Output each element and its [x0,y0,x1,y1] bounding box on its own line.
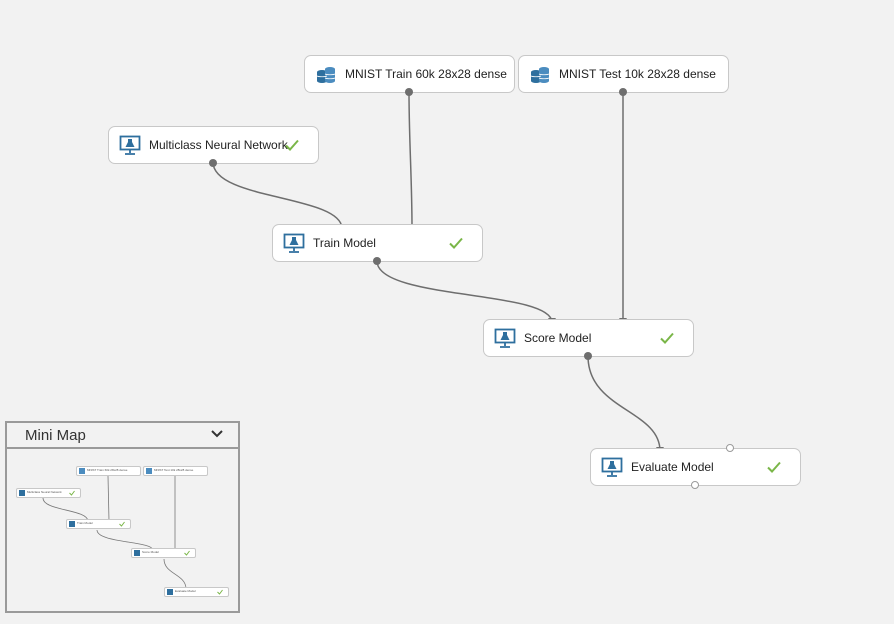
checkmark-icon [767,461,781,473]
node-label: Train Model [313,236,376,250]
connector-trainset-to-train [408,91,416,230]
checkmark-icon [69,490,75,496]
mini-map-panel[interactable]: Mini Map MNIST Train 60k 28x28 dense MNI… [5,421,240,613]
module-icon [601,457,623,477]
mini-map-viewport[interactable]: MNIST Train 60k 28x28 dense MNIST Test 1… [7,449,238,611]
output-port[interactable] [405,88,413,96]
checkmark-icon [660,332,674,344]
mini-map-node-label: Evaluate Model [175,589,196,593]
checkmark-icon [285,139,299,151]
module-icon [19,490,25,496]
mini-map-node: Evaluate Model [164,587,229,597]
module-icon [69,521,75,527]
output-port[interactable] [691,481,699,489]
mini-map-node-label: MNIST Train 60k 28x28 dense [87,468,128,472]
mini-map-node: Multiclass Neural Network [16,488,81,498]
mini-map-node-label: Score Model [142,550,159,554]
node-label: Multiclass Neural Network [149,138,288,152]
output-port[interactable] [209,159,217,167]
connector-train-to-score [376,260,556,324]
checkmark-icon [184,550,190,556]
mini-map-node: Score Model [131,548,196,558]
mini-map-node: MNIST Test 10k 28x28 dense [143,466,208,476]
mini-map-node-label: MNIST Test 10k 28x28 dense [154,468,194,472]
dataset-icon [146,468,152,474]
output-port[interactable] [373,257,381,265]
node-label: MNIST Train 60k 28x28 dense [345,67,507,81]
input-port[interactable] [726,444,734,452]
module-icon [283,233,305,253]
connector-testset-to-score [619,92,627,324]
chevron-down-icon[interactable] [210,428,224,440]
node-label: MNIST Test 10k 28x28 dense [559,67,716,81]
dataset-icon [530,67,550,83]
node-train-model[interactable]: Train Model [272,224,483,262]
node-label: Score Model [524,331,592,345]
mini-map-node-label: Multiclass Neural Network [27,490,62,494]
checkmark-icon [449,237,463,249]
node-multiclass-neural-network[interactable]: Multiclass Neural Network [108,126,319,164]
mini-map-node-label: Train Model [77,521,93,525]
module-icon [167,589,173,595]
dataset-icon [316,67,336,83]
output-port[interactable] [619,88,627,96]
mini-map-node: Train Model [66,519,131,529]
node-evaluate-model[interactable]: Evaluate Model [590,448,801,486]
output-port[interactable] [584,352,592,360]
checkmark-icon [119,521,125,527]
connector-score-to-evaluate [587,355,664,453]
node-label: Evaluate Model [631,460,714,474]
module-icon [134,550,140,556]
mini-map-title: Mini Map [25,427,86,444]
node-score-model[interactable]: Score Model [483,319,694,357]
dataset-icon [79,468,85,474]
mini-map-node: MNIST Train 60k 28x28 dense [76,466,141,476]
mini-map-header[interactable]: Mini Map [7,423,238,449]
connector-nn-to-train [212,161,346,230]
mini-map-connectors [42,475,187,589]
module-icon [494,328,516,348]
checkmark-icon [217,589,223,595]
module-icon [119,135,141,155]
